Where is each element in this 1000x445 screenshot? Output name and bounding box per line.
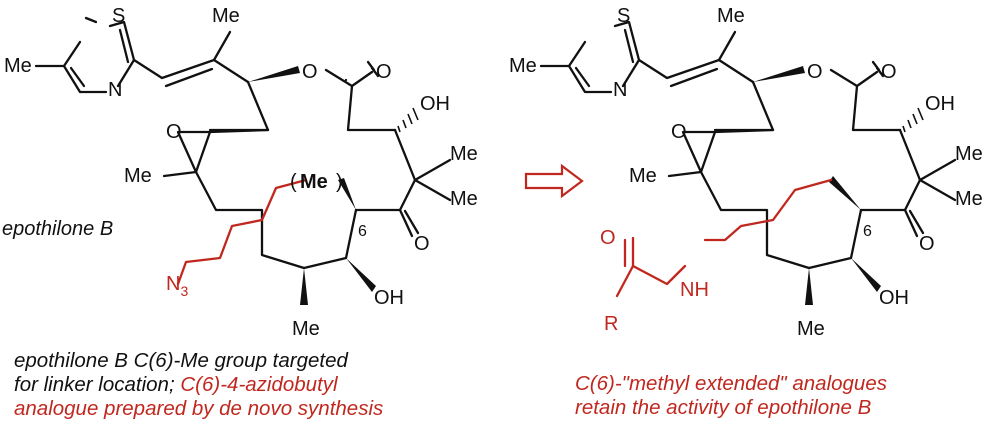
left-paren-open: ( [290, 171, 297, 193]
left-ester-oxygen-label: O [302, 61, 318, 83]
right-c6-locant: 6 [863, 223, 872, 240]
left-carbonyl-oxygen-label: O [376, 61, 392, 83]
right-epoxide-methyl-label: Me [629, 165, 657, 187]
left-caption: epothilone B C(6)-Me group targeted for … [14, 349, 383, 421]
left-vinyl-methyl-label: Me [212, 5, 240, 27]
right-ketone-oxygen-label: O [919, 233, 935, 255]
left-gem-methyl-lower-label: Me [450, 188, 478, 210]
right-nitrogen-label: N [613, 79, 627, 101]
right-epoxide-oxygen-label: O [671, 121, 687, 143]
left-azide-label: N3 [166, 273, 188, 299]
left-caption-line-1: epothilone B C(6)-Me group targeted [14, 349, 348, 372]
right-c3-hydroxyl-label: OH [925, 93, 955, 115]
left-sulfur-label: S [112, 5, 125, 27]
right-caption-line-1: C(6)-"methyl extended" analogues [575, 372, 887, 395]
left-c6-locant: 6 [358, 223, 367, 240]
right-caption: C(6)-"methyl extended" analogues retain … [575, 372, 887, 420]
left-epoxide-methyl-label: Me [124, 165, 152, 187]
compound-name-label: epothilone B [2, 218, 114, 240]
right-vinyl-methyl-label: Me [717, 5, 745, 27]
right-carbonyl-oxygen-label: O [881, 61, 897, 83]
left-caption-line-2-black: for linker location; [14, 373, 181, 396]
left-thiazole-methyl-label: Me [4, 55, 32, 77]
left-gem-methyl-upper-label: Me [450, 143, 478, 165]
right-ester-oxygen-label: O [807, 61, 823, 83]
retrosynthesis-open-arrow-icon [524, 163, 584, 199]
right-thiazole-methyl-label: Me [509, 55, 537, 77]
left-caption-line-2-red: C(6)-4-azidobutyl [180, 373, 338, 396]
right-r-group-label: R [604, 313, 618, 335]
left-c8-methyl-label: Me [292, 318, 320, 340]
left-ketone-oxygen-label: O [414, 233, 430, 255]
right-c8-methyl-label: Me [797, 318, 825, 340]
left-c3-hydroxyl-label: OH [420, 93, 450, 115]
right-caption-line-2: retain the activity of epothilone B [575, 396, 872, 419]
right-sulfur-label: S [617, 5, 630, 27]
left-caption-line-3: analogue prepared by de novo synthesis [14, 397, 384, 420]
right-amide-oxygen-label: O [600, 227, 616, 249]
right-c7-hydroxyl-label: OH [879, 287, 909, 309]
left-c7-hydroxyl-label: OH [374, 287, 404, 309]
left-epoxide-oxygen-label: O [166, 121, 182, 143]
right-gem-methyl-lower-label: Me [955, 188, 983, 210]
left-c6-methyl-label: Me [300, 171, 328, 193]
left-paren-close: ) [336, 171, 343, 193]
right-gem-methyl-upper-label: Me [955, 143, 983, 165]
left-caption-line-2: for linker location; C(6)-4-azidobutyl [14, 373, 383, 397]
right-amide-nh-label: NH [680, 279, 709, 301]
methyl-extended-analogue-structure [539, 20, 957, 305]
epothilone-b-structure [34, 16, 452, 305]
left-nitrogen-label: N [108, 79, 122, 101]
